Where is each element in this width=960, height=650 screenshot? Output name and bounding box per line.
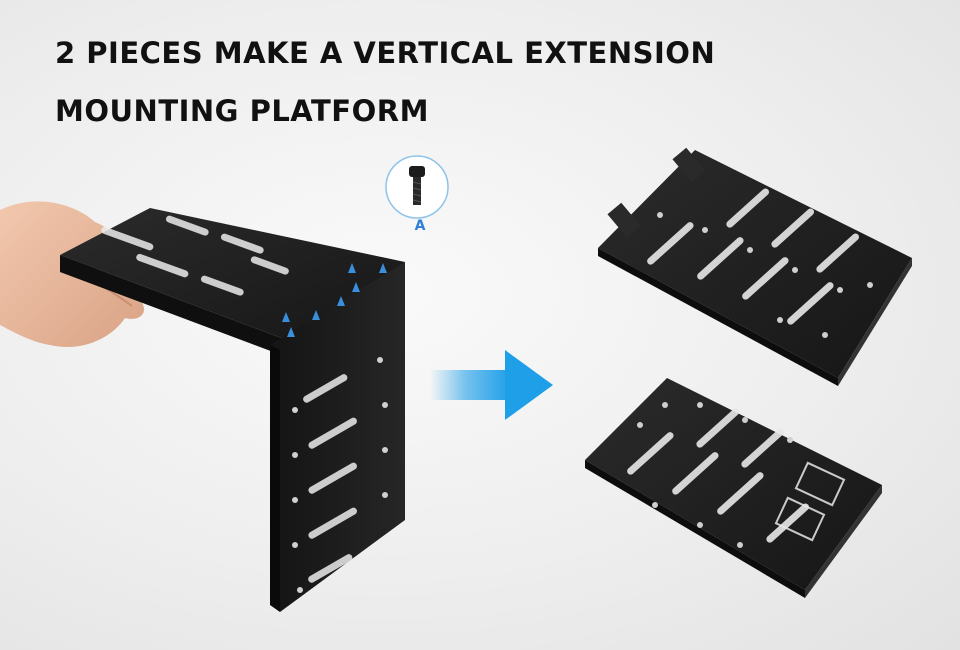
screw-callout xyxy=(385,155,449,219)
plate-top-right xyxy=(598,147,912,386)
assembled-bracket xyxy=(60,208,405,612)
bracket-top-plate-edge xyxy=(60,255,300,362)
headline-line-1: 2 PIECES MAKE A VERTICAL EXTENSION xyxy=(55,36,716,70)
plate-bottom-right xyxy=(585,378,882,598)
right-arrow-icon xyxy=(430,350,553,420)
vertical-plate-slots xyxy=(303,374,357,583)
screw-callout-label: A xyxy=(414,218,426,234)
top-plate-slots xyxy=(101,215,289,296)
mounting-tabs xyxy=(607,147,706,238)
screw-icon xyxy=(409,166,425,205)
headline-line-2: MOUNTING PLATFORM xyxy=(55,94,429,128)
bracket-vertical-plate xyxy=(270,262,405,612)
screw-markers xyxy=(282,263,387,337)
vertical-plate-holes xyxy=(292,357,388,593)
